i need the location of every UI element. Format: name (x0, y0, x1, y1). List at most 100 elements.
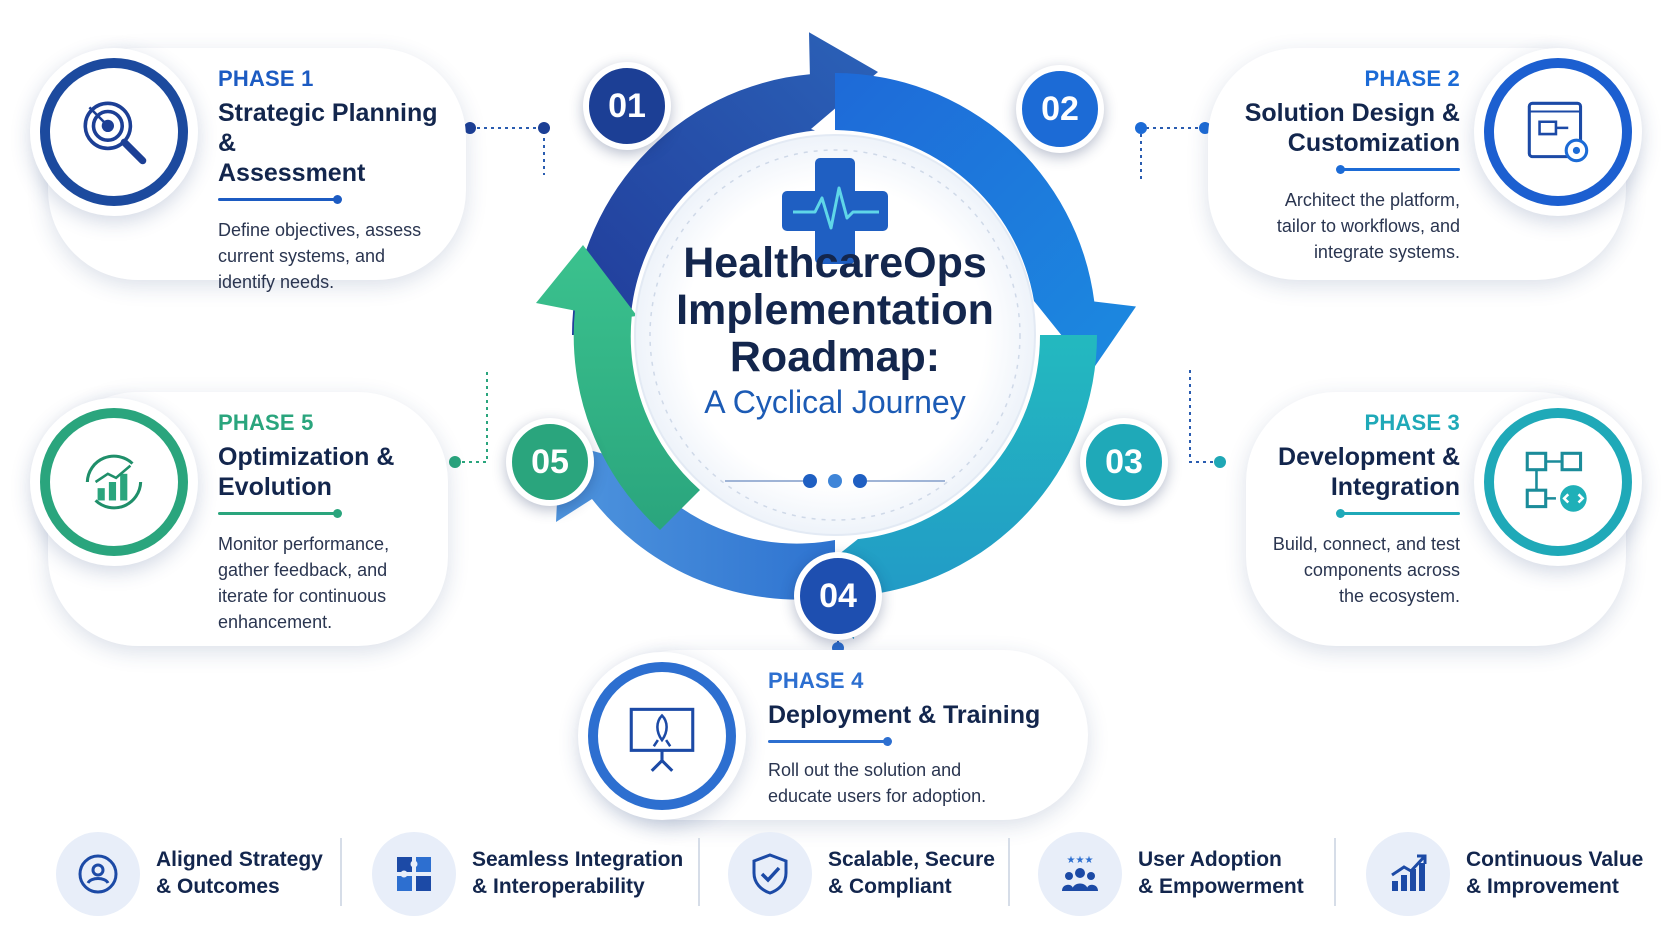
benefit-line: & Empowerment (1138, 875, 1304, 898)
phase-desc-line: integrate systems. (1313, 242, 1460, 262)
phase-description: Define objectives, assess current system… (218, 217, 458, 295)
benefit-line: & Outcomes (156, 875, 280, 898)
benefit-line: & Improvement (1466, 875, 1619, 898)
phase-title: Strategic Planning & Assessment (218, 98, 458, 188)
phase-desc-line: Roll out the solution and (768, 760, 962, 780)
center-title-line: HealthcareOps (683, 239, 987, 287)
phase-desc-line: current systems, and (218, 246, 386, 266)
phase-rule (1336, 165, 1460, 174)
rocket-presentation-icon (629, 707, 695, 772)
step-badge-01: 01 (583, 62, 671, 150)
phase-desc-line: identify needs. (218, 272, 335, 292)
benefit-line: & Compliant (828, 875, 952, 898)
phase-3-icon-disc (1474, 398, 1642, 566)
connector-dot (538, 122, 550, 134)
phase-description: Build, connect, and test components acro… (1244, 531, 1460, 609)
center-dashed-ring (649, 149, 1021, 521)
benefit-line: Seamless Integration (472, 848, 684, 871)
phase-label: PHASE 2 (1364, 66, 1460, 91)
benefit-label: User Adoption & Empowerment (1138, 846, 1304, 900)
benefit-line: Continuous Value (1466, 848, 1644, 871)
phase-desc-line: Build, connect, and test (1272, 534, 1460, 554)
phase-rule (218, 195, 342, 204)
phase-4-text: PHASE 4 Deployment & Training Roll out t… (768, 668, 1088, 809)
phase-desc-line: iterate for continuous (218, 586, 387, 606)
phase-desc-line: Architect the platform, (1284, 190, 1460, 210)
benefit-separator (340, 838, 342, 906)
connector-dot (464, 122, 476, 134)
phase-title-line: Customization (1287, 129, 1460, 157)
target-person-icon (78, 854, 118, 894)
benefit-aligned-strategy: Aligned Strategy & Outcomes (56, 832, 323, 920)
connector-dot (449, 456, 461, 468)
center-title-line: Roadmap: (729, 333, 941, 381)
benefit-label: Scalable, Secure & Compliant (828, 846, 995, 900)
phase-5-icon-disc (30, 398, 198, 566)
benefit-label: Continuous Value & Improvement (1466, 846, 1643, 900)
phase-desc-line: the ecosystem. (1338, 586, 1460, 606)
benefit-line: Scalable, Secure (828, 848, 995, 871)
phase-title-line: Integration (1330, 473, 1460, 501)
cycle-arrow-2 (835, 73, 1136, 372)
phase-rule (218, 509, 342, 518)
phase-rule (1336, 509, 1460, 518)
connector-dot (1214, 456, 1226, 468)
benefit-separator (1334, 838, 1336, 906)
phase-1-icon-disc (30, 48, 198, 216)
benefit-separator (1008, 838, 1010, 906)
phase-label: PHASE 1 (218, 66, 314, 91)
benefit-line: & Interoperability (472, 875, 645, 898)
svg-text:★★★: ★★★ (1067, 855, 1094, 866)
phase-desc-line: components across (1303, 560, 1460, 580)
phase-title: Development & Integration (1244, 442, 1460, 502)
center-title: HealthcareOps Implementation Roadmap: (610, 240, 1060, 381)
user-group-stars-icon: ★★★ (1062, 855, 1098, 891)
phase-description: Roll out the solution and educate users … (768, 757, 1088, 809)
phase-rule (768, 737, 892, 746)
phase-title: Deployment & Training (768, 700, 1088, 730)
medical-cross-heartbeat-icon (782, 158, 888, 264)
cycle-arrow-1 (572, 32, 878, 336)
benefit-user-adoption: ★★★ User Adoption & Empowerment (1038, 832, 1328, 920)
phase-title-line: Strategic Planning & (218, 99, 438, 157)
shield-check-icon (752, 853, 788, 895)
benefit-seamless-integration: Seamless Integration & Interoperability (372, 832, 692, 920)
phase-desc-line: tailor to workflows, and (1276, 216, 1460, 236)
growth-chart-cycle-icon (85, 454, 143, 510)
phase-title: Solution Design & Customization (1218, 98, 1460, 158)
blueprint-gear-icon (1527, 101, 1589, 163)
step-badge-05: 05 (506, 418, 594, 506)
benefit-label: Seamless Integration & Interoperability (472, 846, 683, 900)
benefit-separator (698, 838, 700, 906)
rising-bar-chart-icon (1391, 854, 1427, 891)
phase-2-icon-disc (1474, 48, 1642, 216)
flowchart-code-icon (1525, 451, 1587, 512)
phase-label: PHASE 3 (1364, 410, 1460, 435)
step-badge-04: 04 (794, 552, 882, 640)
phase-title-line: Evolution (218, 473, 332, 501)
step-badge-02: 02 (1016, 65, 1104, 153)
phase-desc-line: enhancement. (218, 612, 333, 632)
benefit-line: User Adoption (1138, 848, 1282, 871)
step-badge-03: 03 (1080, 418, 1168, 506)
phase-description: Monitor performance, gather feedback, an… (218, 531, 446, 635)
benefit-scalable-secure: Scalable, Secure & Compliant (728, 832, 1008, 920)
phase-desc-line: educate users for adoption. (768, 786, 987, 806)
phase-desc-line: gather feedback, and (218, 560, 388, 580)
benefit-label: Aligned Strategy & Outcomes (156, 846, 323, 900)
center-subtitle: A Cyclical Journey (704, 384, 966, 420)
phase-label: PHASE 5 (218, 410, 314, 435)
phase-title: Optimization & Evolution (218, 442, 446, 502)
phase-title-line: Development & (1278, 443, 1460, 471)
puzzle-pieces-icon (397, 857, 431, 891)
phase-description: Architect the platform, tailor to workfl… (1218, 187, 1460, 265)
center-disc (634, 134, 1036, 536)
phase-2-text: PHASE 2 Solution Design & Customization … (1218, 66, 1460, 265)
center-title-line: Implementation (676, 286, 994, 334)
connector-dot (1135, 122, 1147, 134)
benefit-line: Aligned Strategy (156, 848, 323, 871)
phase-title-line: Assessment (218, 159, 366, 187)
target-magnifier-icon (83, 101, 147, 165)
cycle-arrow-5 (536, 245, 700, 530)
